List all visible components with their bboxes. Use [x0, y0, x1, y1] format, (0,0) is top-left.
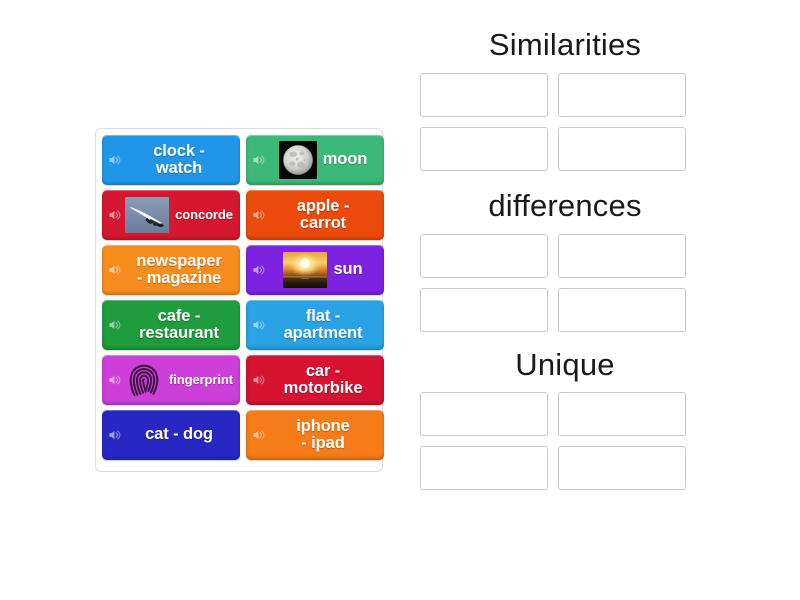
tile-flat-apartment[interactable]: flat -apartment [246, 300, 384, 350]
tile-cat-dog[interactable]: cat - dog [102, 410, 240, 460]
drop-slot-grid [420, 72, 710, 171]
sunset-photo-icon [283, 252, 327, 288]
tile-label: sun [333, 260, 363, 279]
group-differences: differences [420, 187, 710, 332]
tile-car-motorbike[interactable]: car -motorbike [246, 355, 384, 405]
concorde-photo-icon [125, 197, 169, 233]
tile-label: clock -watch [153, 141, 205, 177]
tile-content: flat -apartment [246, 306, 384, 342]
drop-slot[interactable] [558, 72, 686, 117]
drop-slot[interactable] [420, 72, 548, 117]
speaker-icon[interactable] [108, 318, 122, 332]
speaker-icon[interactable] [252, 153, 266, 167]
drop-slot[interactable] [558, 233, 686, 278]
tile-content: fingerprint [102, 361, 240, 399]
group-unique: Unique [420, 346, 710, 491]
tile-label: newspaper- magazine [136, 251, 222, 287]
tile-content: apple -carrot [246, 196, 384, 232]
tile-grid: clock -watch moon concorde apple -carrot new… [102, 135, 384, 460]
drop-slot[interactable] [558, 446, 686, 491]
drop-slot[interactable] [558, 287, 686, 332]
tile-label: concorde [175, 207, 233, 223]
speaker-icon[interactable] [108, 263, 122, 277]
tile-label: iphone- ipad [296, 416, 350, 452]
speaker-icon[interactable] [252, 318, 266, 332]
tile-label: moon [322, 150, 368, 169]
fingerprint-photo-icon [125, 361, 163, 399]
speaker-icon[interactable] [108, 428, 122, 442]
drop-slot-grid [420, 392, 710, 491]
group-similarities: Similarities [420, 26, 710, 171]
group-title: Unique [515, 346, 615, 382]
tile-content: cafe -restaurant [102, 306, 240, 342]
tile-apple-carrot[interactable]: apple -carrot [246, 190, 384, 240]
moon-photo-icon [279, 141, 317, 179]
tile-content: sun [246, 252, 384, 288]
drop-slot[interactable] [558, 126, 686, 171]
drop-slot[interactable] [558, 392, 686, 437]
tile-sun[interactable]: sun [246, 245, 384, 295]
drop-slot-grid [420, 233, 710, 332]
tile-label: cat - dog [145, 425, 213, 444]
tile-cafe-restaurant[interactable]: cafe -restaurant [102, 300, 240, 350]
speaker-icon[interactable] [252, 208, 266, 222]
tile-label: cafe -restaurant [139, 306, 219, 342]
drop-slot[interactable] [420, 392, 548, 437]
tile-iphone-ipad[interactable]: iphone- ipad [246, 410, 384, 460]
tile-content: car -motorbike [246, 361, 384, 397]
group-title: Similarities [488, 27, 642, 62]
tile-content: newspaper- magazine [102, 251, 240, 287]
tile-newspaper-magazine[interactable]: newspaper- magazine [102, 245, 240, 295]
tile-moon[interactable]: moon [246, 135, 384, 185]
speaker-icon[interactable] [252, 373, 266, 387]
drop-slot[interactable] [420, 233, 548, 278]
tile-label: car -motorbike [283, 361, 363, 397]
draggable-tiles-tray: clock -watch moon concorde apple -carrot new… [95, 128, 384, 472]
group-title: differences [488, 187, 642, 223]
speaker-icon[interactable] [108, 153, 122, 167]
tile-clock-watch[interactable]: clock -watch [102, 135, 240, 185]
tile-label: apple -carrot [296, 196, 350, 232]
tile-content: concorde [102, 197, 240, 233]
tile-concorde[interactable]: concorde [102, 190, 240, 240]
tile-label: flat -apartment [283, 306, 363, 342]
speaker-icon[interactable] [252, 263, 266, 277]
tile-content: cat - dog [102, 426, 240, 443]
drop-slot[interactable] [420, 126, 548, 171]
tile-content: iphone- ipad [246, 416, 384, 452]
speaker-icon[interactable] [108, 208, 122, 222]
speaker-icon[interactable] [108, 373, 122, 387]
drop-slot[interactable] [420, 287, 548, 332]
tile-label: fingerprint [169, 372, 233, 388]
tile-content: clock -watch [102, 141, 240, 177]
speaker-icon[interactable] [252, 428, 266, 442]
drop-slot[interactable] [420, 446, 548, 491]
tile-fingerprint[interactable]: fingerprint [102, 355, 240, 405]
tile-content: moon [246, 141, 384, 179]
